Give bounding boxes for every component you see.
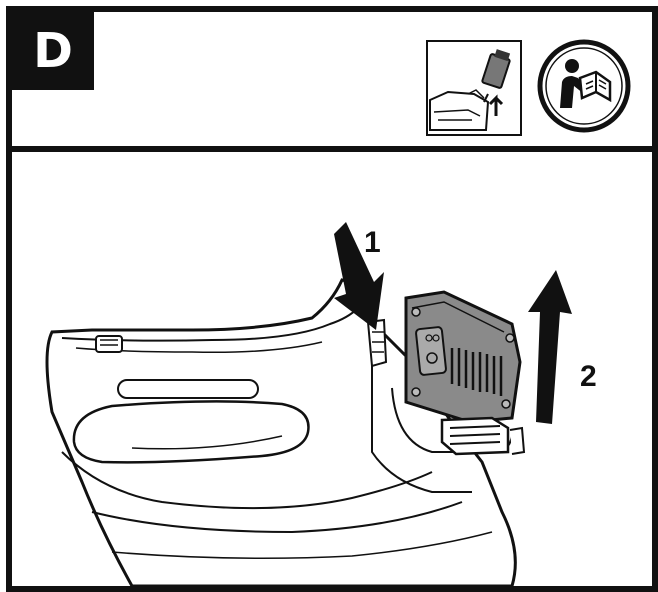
battery-removal-thumbnail-icon bbox=[426, 40, 522, 136]
tool-drawing bbox=[45, 222, 572, 586]
read-manual-icon bbox=[536, 38, 632, 134]
read-manual-drawing bbox=[537, 39, 631, 133]
panel-header: D bbox=[12, 12, 652, 152]
step-letter-badge: D bbox=[12, 12, 94, 90]
main-illustration: 1 2 bbox=[12, 152, 652, 586]
callout-2: 2 bbox=[580, 360, 597, 393]
callout-1: 1 bbox=[364, 226, 381, 259]
instruction-panel: D bbox=[6, 6, 658, 592]
thumbnail-drawing bbox=[429, 49, 511, 131]
battery-pack bbox=[404, 290, 522, 424]
arrow-press-icon bbox=[334, 222, 384, 330]
arrow-lift-icon bbox=[528, 270, 572, 424]
